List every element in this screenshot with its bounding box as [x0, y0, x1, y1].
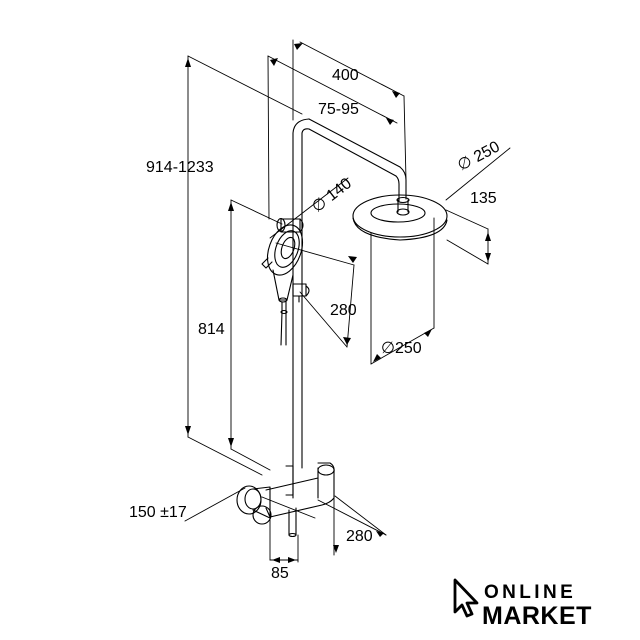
dim-holder-position: 814	[198, 321, 225, 338]
thermostatic-mixer	[236, 462, 335, 538]
dim-head-offset-range: 75-95	[318, 101, 359, 118]
dim-hand-shower-diameter: ∅ 140	[309, 175, 355, 216]
dim-inlet-projection: 85	[271, 565, 289, 582]
dim-head-offset-max: 400	[332, 67, 359, 84]
dim-inlet-spacing: 150 ±17	[129, 504, 187, 521]
hand-shower	[261, 224, 304, 346]
dim-total-height: 914-1233	[146, 159, 214, 176]
cursor-arrow-icon	[453, 578, 479, 618]
logo-line-2: MARKET	[482, 602, 592, 630]
shower-column	[292, 118, 407, 499]
online-market-logo: ONLINE MARKET	[453, 578, 592, 630]
dim-mixer-depth: 280	[346, 528, 373, 545]
dim-rain-head-diameter: ∅ 250	[455, 138, 503, 174]
dim-holder-height: 280	[330, 302, 357, 319]
dim-rain-head-footprint: ∅250	[381, 340, 422, 357]
dim-rain-head-height: 135	[470, 190, 497, 207]
dimension-arrows	[185, 43, 491, 563]
dimension-lines	[184, 39, 511, 563]
dimension-labels: 400 75-95 914-1233 ∅ 250 135 ∅ 140 280 ∅…	[129, 67, 503, 582]
rain-shower-head	[352, 194, 448, 241]
logo-line-1: ONLINE	[484, 582, 576, 603]
